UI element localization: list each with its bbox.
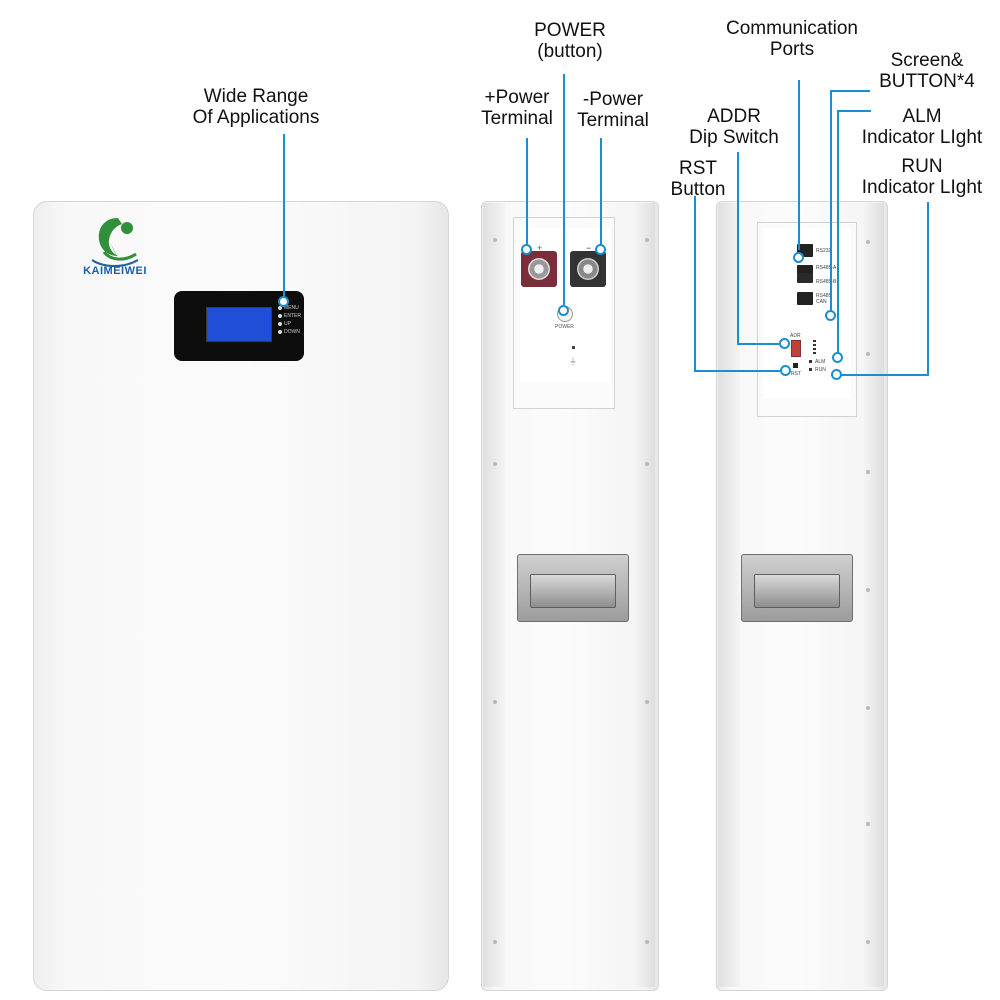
screw xyxy=(866,940,870,944)
rs485-can-label: RS485 CAN xyxy=(816,293,832,305)
leader-dot xyxy=(832,352,843,363)
leader-dot xyxy=(831,369,842,380)
leader-dot xyxy=(793,252,804,263)
leader-dot xyxy=(780,365,791,376)
rs485-b-label: RS485-B xyxy=(816,279,837,285)
screw xyxy=(493,462,497,466)
rs232-label: RS232 xyxy=(816,248,832,254)
power-button-label: POWER xyxy=(555,324,574,330)
screw xyxy=(493,238,497,242)
carry-handle-bar xyxy=(530,574,616,608)
leader-line xyxy=(837,110,871,112)
leader-line xyxy=(694,370,780,372)
screw xyxy=(866,240,870,244)
leader-dot xyxy=(779,338,790,349)
alm-led-label: ALM xyxy=(815,359,826,365)
screw xyxy=(866,706,870,710)
leader-line xyxy=(830,90,832,312)
screw xyxy=(645,940,649,944)
side-unit-power-edge xyxy=(483,203,505,987)
screw xyxy=(866,822,870,826)
leader-line xyxy=(837,110,839,353)
screw xyxy=(645,238,649,242)
rs485-can-port[interactable] xyxy=(797,292,813,305)
leader-dot xyxy=(521,244,532,255)
leader-line xyxy=(798,80,800,250)
callout-screen-buttons: Screen&BUTTON*4 xyxy=(879,50,975,92)
callout-power-button: POWER(button) xyxy=(534,20,606,62)
leader-line xyxy=(737,152,739,345)
screw xyxy=(493,700,497,704)
rst-label: RST xyxy=(791,371,801,377)
screw xyxy=(493,940,497,944)
lcd-buttons: MENU ENTER UP DOWN xyxy=(278,304,308,344)
leader-line xyxy=(694,196,696,372)
leader-line xyxy=(600,138,602,246)
ground-icon: ⏚ xyxy=(569,357,577,366)
side-unit-power-edge-right xyxy=(635,203,655,987)
run-led-label: RUN xyxy=(815,367,826,373)
leader-line xyxy=(927,202,929,376)
alm-led xyxy=(809,360,812,363)
brand-logo xyxy=(80,212,150,274)
side-unit-comm-edge xyxy=(718,203,740,987)
carry-handle-bar xyxy=(754,574,840,608)
leader-dot xyxy=(825,310,836,321)
plus-terminal[interactable] xyxy=(521,251,557,287)
addr-dip-switch[interactable] xyxy=(791,340,801,357)
leader-line xyxy=(737,343,779,345)
screw xyxy=(866,588,870,592)
leader-line xyxy=(830,90,870,92)
leader-line xyxy=(563,74,565,305)
run-led xyxy=(809,368,812,371)
led-indicator xyxy=(572,346,575,349)
plus-sign: + xyxy=(537,243,543,253)
minus-sign: − xyxy=(586,243,592,253)
addr-label: ADR xyxy=(790,333,801,339)
leader-line xyxy=(526,138,528,246)
leader-dot xyxy=(595,244,606,255)
brand-logo-icon xyxy=(91,218,139,267)
rst-button[interactable] xyxy=(793,363,798,368)
rs485-a-label: RS485-A xyxy=(816,265,837,271)
minus-terminal[interactable] xyxy=(570,251,606,287)
rs485-b-port[interactable] xyxy=(797,273,813,283)
leader-line xyxy=(840,374,929,376)
screw xyxy=(866,470,870,474)
leader-dot xyxy=(558,305,569,316)
leader-dot xyxy=(278,296,289,307)
screw xyxy=(645,700,649,704)
status-leds xyxy=(813,340,825,354)
side-unit-comm-edge-right xyxy=(864,203,884,987)
screw xyxy=(645,462,649,466)
leader-line xyxy=(283,134,285,298)
brand-name: KAIMEIWEI xyxy=(83,265,147,277)
screw xyxy=(866,352,870,356)
lcd-screen xyxy=(206,307,272,342)
